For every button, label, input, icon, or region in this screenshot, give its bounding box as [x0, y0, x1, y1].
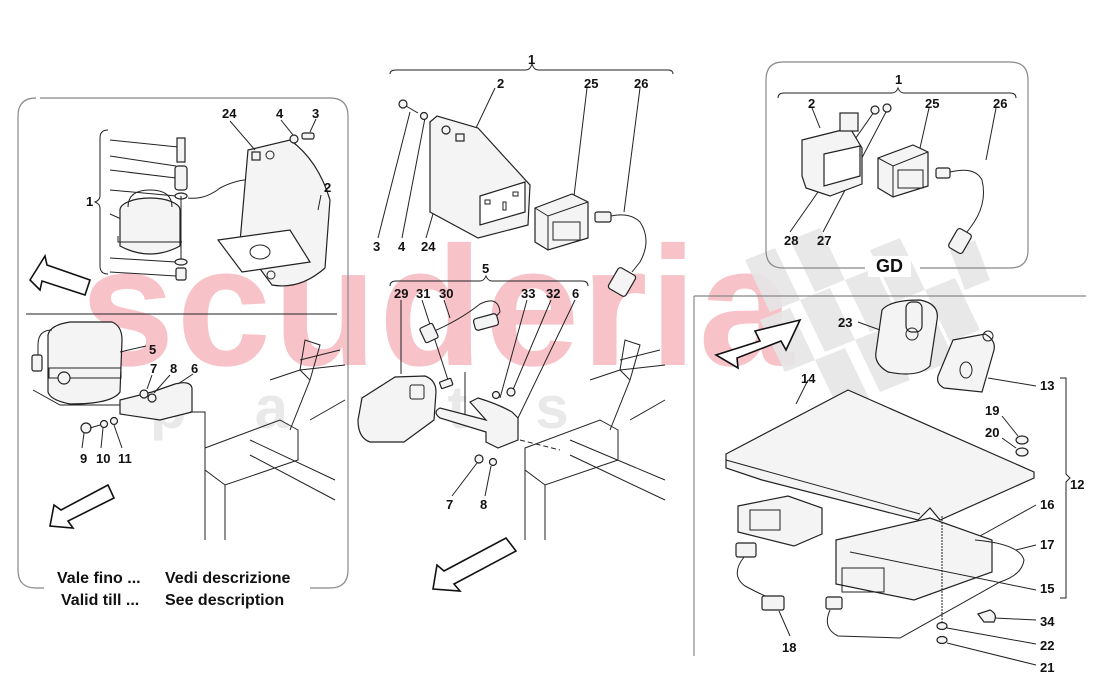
callout-label-16: 16 [1040, 497, 1055, 512]
chassis-frame-left [190, 339, 346, 540]
callout-label-11: 11 [118, 451, 132, 466]
callout-label-1: 1 [528, 52, 536, 67]
direction-arrow-icon [714, 318, 802, 370]
callout-label-7: 7 [446, 497, 454, 512]
callout-label-6: 6 [572, 286, 580, 301]
callout-label-12: 12 [1070, 477, 1085, 492]
callout-label-26: 26 [993, 96, 1008, 111]
callout-label-3: 3 [373, 239, 381, 254]
direction-arrow-icon [28, 253, 92, 297]
callout-label-33: 33 [521, 286, 536, 301]
callout-label-1: 1 [86, 194, 94, 209]
callout-label-19: 19 [985, 403, 1000, 418]
callout-label-4: 4 [276, 106, 284, 121]
clip-icon [251, 151, 261, 161]
callout-label-34: 34 [1040, 614, 1055, 629]
callout-label-18: 18 [782, 640, 797, 655]
gd-panel-frame [765, 61, 1029, 269]
callout-label-13: 13 [1040, 378, 1055, 393]
callout-label-2: 2 [324, 180, 332, 195]
callout-label-7: 7 [150, 361, 158, 376]
callout-label-8: 8 [170, 361, 178, 376]
callout-label-24: 24 [421, 239, 436, 254]
chassis-frame-center [519, 339, 666, 540]
screw-icon [176, 137, 186, 163]
callout-label-26: 26 [634, 76, 649, 91]
caption-valid-till-en: Valid till ... [61, 592, 140, 609]
callout-label-31: 31 [416, 286, 431, 301]
callout-label-3: 3 [312, 106, 320, 121]
group-brace-5 [389, 274, 589, 287]
callout-label-23: 23 [838, 315, 853, 330]
callout-label-10: 10 [96, 451, 111, 466]
callout-label-2: 2 [808, 96, 816, 111]
caption-see-description-it: Vedi descrizione [165, 570, 291, 587]
gd-panel-title: GD [868, 256, 911, 277]
callout-label-20: 20 [985, 425, 1000, 440]
caption-see-description-en: See description [165, 592, 285, 609]
callout-label-1: 1 [895, 72, 903, 87]
callout-label-5: 5 [482, 261, 490, 276]
callout-label-2: 2 [497, 76, 505, 91]
callout-label-32: 32 [546, 286, 561, 301]
spring-icon [174, 165, 188, 191]
callout-label-30: 30 [439, 286, 454, 301]
callout-label-25: 25 [584, 76, 599, 91]
group-brace-gd-1 [777, 86, 1017, 99]
caption-valid-till-it: Vale fino ... [57, 570, 141, 587]
callout-label-22: 22 [1040, 638, 1055, 653]
callout-label-4: 4 [398, 239, 406, 254]
callout-label-29: 29 [394, 286, 409, 301]
callout-label-27: 27 [817, 233, 832, 248]
callout-label-17: 17 [1040, 537, 1055, 552]
callout-label-28: 28 [784, 233, 799, 248]
callout-label-6: 6 [191, 361, 199, 376]
callout-label-25: 25 [925, 96, 940, 111]
direction-arrow-icon [49, 483, 116, 529]
callout-label-9: 9 [80, 451, 88, 466]
group-brace-1 [389, 62, 674, 75]
callout-label-24: 24 [222, 106, 237, 121]
callout-label-14: 14 [801, 371, 816, 386]
group-brace-12 [1060, 377, 1071, 599]
callout-label-8: 8 [480, 497, 488, 512]
direction-arrow-icon [432, 536, 518, 592]
callout-label-5: 5 [149, 342, 157, 357]
callout-label-15: 15 [1040, 581, 1055, 596]
callout-label-21: 21 [1040, 660, 1055, 675]
left-panel-frame [17, 97, 349, 589]
